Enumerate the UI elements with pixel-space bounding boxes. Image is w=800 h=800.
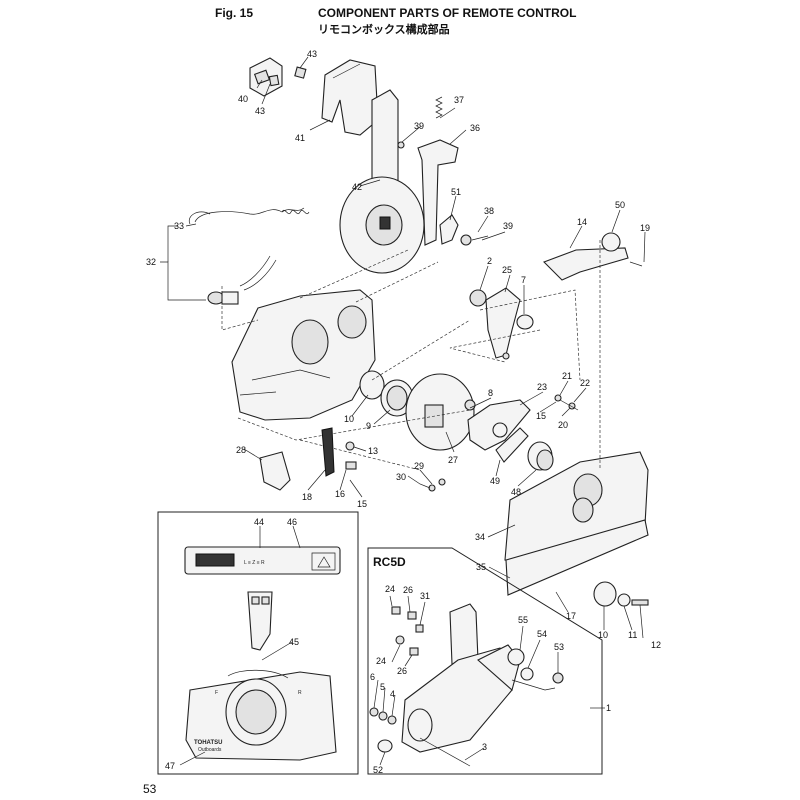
callout-label: 18 — [302, 492, 312, 502]
neutral-lever — [543, 232, 643, 281]
callout-label: 26 — [403, 585, 413, 595]
callout-label: 38 — [484, 206, 494, 216]
callout-label: 50 — [615, 200, 625, 210]
callout-label: 6 — [370, 672, 375, 682]
callout-label: 14 — [577, 217, 587, 227]
control-lever-arm — [339, 89, 425, 274]
spring-and-bracket — [397, 96, 489, 246]
lever-pad-assembly — [249, 57, 307, 97]
callout-label: 11 — [628, 630, 637, 640]
callout-label: 35 — [476, 562, 486, 572]
callout-label: 53 — [554, 642, 564, 652]
handle-cover — [321, 59, 379, 136]
callout-label: 4 — [390, 689, 395, 699]
assembly-guide-lines — [221, 240, 601, 471]
callout-label: 37 — [454, 95, 464, 105]
callout-label: 49 — [490, 476, 500, 486]
callout-label: 7 — [521, 275, 526, 285]
bracket-and-shaft — [259, 427, 335, 491]
bearing-ring — [359, 370, 414, 417]
callout-label: 32 — [146, 257, 156, 267]
callout-label: 43 — [307, 49, 317, 59]
callout-label: 20 — [558, 420, 568, 430]
callout-label: 10 — [344, 414, 354, 424]
callout-label: 24 — [385, 584, 395, 594]
callout-label: 26 — [397, 666, 407, 676]
callout-label: 36 — [470, 123, 480, 133]
callout-label: 30 — [396, 472, 406, 482]
callout-label: 29 — [414, 461, 424, 471]
cam-disc — [405, 373, 476, 451]
inset-decal-panel: L ≡ Z ≡ R F R TOHATSU Outboards — [157, 511, 359, 775]
variant-label: RC5D — [373, 555, 406, 569]
callout-label: 39 — [414, 121, 424, 131]
diagram-title: COMPONENT PARTS OF REMOTE CONTROL — [318, 6, 577, 20]
callout-label: 22 — [580, 378, 590, 388]
callout-label: 12 — [651, 640, 661, 650]
decal-subtitle: Outboards — [198, 747, 222, 753]
callout-label: 45 — [289, 637, 299, 647]
svg-text:L ≡ Z ≡ R: L ≡ Z ≡ R — [244, 560, 265, 566]
callout-label: 21 — [562, 371, 572, 381]
callout-label: 48 — [511, 487, 521, 497]
callout-label: 33 — [174, 221, 184, 231]
main-housing — [231, 289, 376, 421]
callout-label: 1 — [606, 703, 611, 713]
lanyard-cord — [188, 207, 310, 305]
callout-leaders — [160, 56, 646, 766]
callout-label: 42 — [352, 182, 362, 192]
callout-label: 8 — [488, 388, 493, 398]
decal-brand: TOHATSU — [194, 740, 222, 746]
cover-plate — [504, 451, 649, 607]
shift-cam-plate — [469, 287, 534, 360]
callout-label: 40 — [238, 94, 248, 104]
callout-numbers: 43 43 40 41 39 37 36 42 51 38 39 14 50 1… — [146, 49, 661, 775]
callout-label: 55 — [518, 615, 528, 625]
callout-label: 13 — [368, 446, 378, 456]
callout-label: 54 — [537, 629, 547, 639]
decal-r-mark: R — [298, 690, 302, 696]
callout-label: 5 — [380, 682, 385, 692]
callout-label: 28 — [236, 445, 246, 455]
throttle-link — [467, 399, 554, 471]
callout-label: 31 — [420, 591, 430, 601]
callout-label: 17 — [566, 611, 576, 621]
callout-label: 2 — [487, 256, 492, 266]
callout-label: 24 — [376, 656, 386, 666]
callout-label: 41 — [295, 133, 305, 143]
callout-label: 46 — [287, 517, 297, 527]
callout-label: 47 — [165, 761, 175, 771]
callout-label: 16 — [335, 489, 345, 499]
callout-label: 52 — [373, 765, 383, 775]
callout-label: 10 — [598, 630, 608, 640]
callout-label: 15 — [357, 499, 367, 509]
small-fasteners — [345, 394, 579, 492]
decal-f-mark: F — [215, 690, 218, 696]
callout-label: 43 — [255, 106, 265, 116]
callout-label: 23 — [537, 382, 547, 392]
diagram-subtitle: リモコンボックス構成部品 — [318, 23, 450, 36]
callout-label: 9 — [366, 421, 371, 431]
callout-label: 27 — [448, 455, 458, 465]
figure-number: Fig. 15 — [215, 6, 254, 20]
callout-label: 51 — [451, 187, 461, 197]
callout-label: 15 — [536, 411, 546, 421]
callout-label: 19 — [640, 223, 650, 233]
rc5d-inset: RC5D — [367, 547, 603, 775]
callout-label: 39 — [503, 221, 513, 231]
callout-label: 25 — [502, 265, 512, 275]
callout-label: 3 — [482, 742, 487, 752]
callout-label: 44 — [254, 517, 264, 527]
page-number: 53 — [143, 782, 157, 796]
callout-label: 34 — [475, 532, 485, 542]
